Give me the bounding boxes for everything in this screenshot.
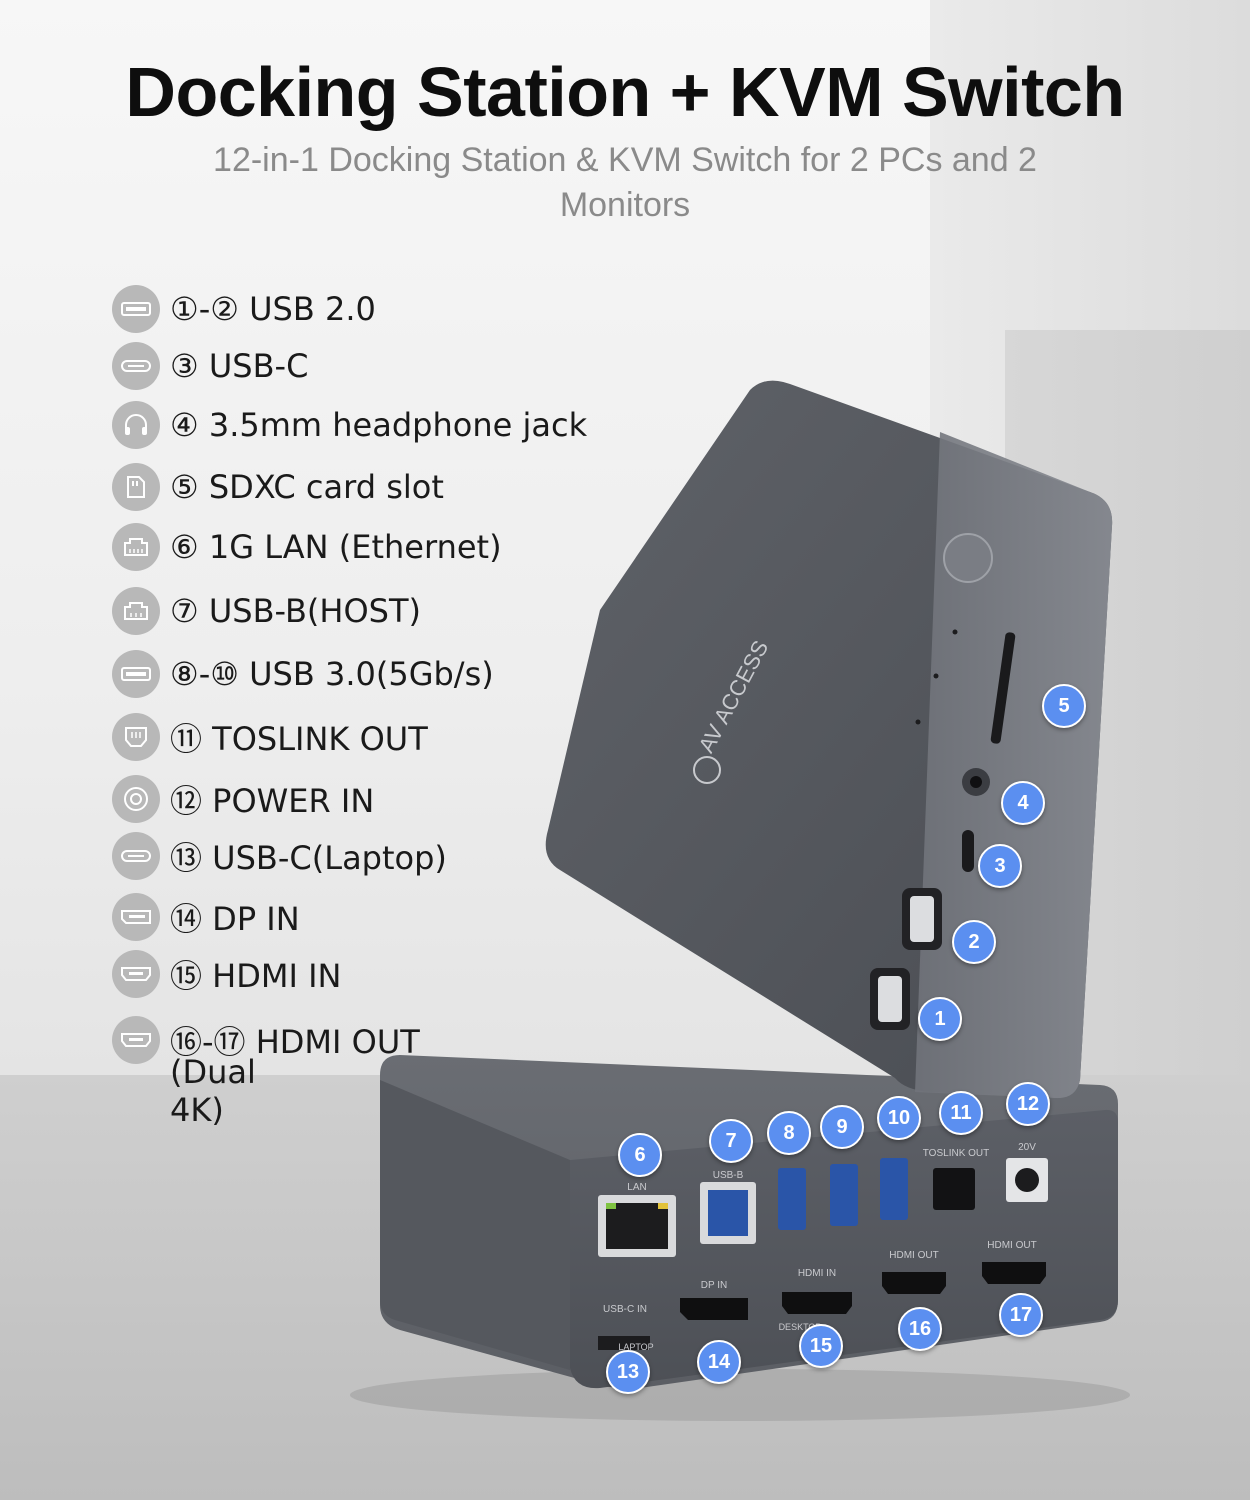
feature-sd-card: ⑤ SDXC card slot	[112, 463, 444, 511]
hdmi-icon	[112, 1016, 160, 1064]
hdmi-in-label: HDMI IN	[798, 1268, 836, 1279]
hdmi-out2-label: HDMI OUT	[987, 1240, 1036, 1251]
toslink-port-label: TOSLINK OUT	[923, 1148, 990, 1159]
feature-power: ⑫ POWER IN	[112, 775, 374, 823]
feature-label: ⑥ 1G LAN (Ethernet)	[170, 528, 502, 566]
displayport-icon	[112, 893, 160, 941]
port-badge-4: 4	[1001, 781, 1045, 825]
usb-b-port-label: USB-B	[713, 1170, 744, 1181]
port-badge-8: 8	[767, 1111, 811, 1155]
laptop-label: LAPTOP	[618, 1342, 653, 1352]
port-badge-12: 12	[1006, 1082, 1050, 1126]
port-badge-13: 13	[606, 1350, 650, 1394]
port-badge-7: 7	[709, 1119, 753, 1163]
feature-toslink: ⑪ TOSLINK OUT	[112, 713, 428, 761]
feature-label: ⑭ DP IN	[170, 900, 300, 938]
feature-label: ⑮ HDMI IN	[170, 957, 342, 995]
feature-label: ⑪ TOSLINK OUT	[170, 720, 428, 758]
feature-label: ⑧-⑩ USB 3.0(5Gb/s)	[170, 655, 494, 693]
dp-in-label: DP IN	[701, 1280, 728, 1291]
feature-usb-c-laptop: ⑬ USB-C(Laptop)	[112, 832, 447, 880]
port-badge-16: 16	[898, 1307, 942, 1351]
feature-label: ⑯-⑰ HDMI OUT	[170, 1023, 420, 1061]
hdmi-icon	[112, 950, 160, 998]
usb-b-icon	[112, 587, 160, 635]
port-badge-15: 15	[799, 1324, 843, 1368]
ethernet-icon	[112, 523, 160, 571]
feature-label: ③ USB-C	[170, 347, 309, 385]
page-title: Docking Station + KVM Switch	[125, 53, 1125, 131]
feature-hdmi-out: ⑯-⑰ HDMI OUT	[112, 1016, 420, 1064]
feature-headphone: ④ 3.5mm headphone jack	[112, 401, 587, 449]
feature-lan: ⑥ 1G LAN (Ethernet)	[112, 523, 502, 571]
feature-label: ①-② USB 2.0	[170, 290, 376, 328]
feature-note: (Dual 4K)	[170, 1053, 256, 1129]
port-badge-3: 3	[978, 844, 1022, 888]
toslink-icon	[112, 713, 160, 761]
power-in-icon	[112, 775, 160, 823]
port-badge-11: 11	[939, 1091, 983, 1135]
usb-a-icon	[112, 650, 160, 698]
feature-hdmi-in: ⑮ HDMI IN	[112, 950, 341, 998]
feature-usb-b: ⑦ USB-B(HOST)	[112, 587, 421, 635]
feature-label: ⑦ USB-B(HOST)	[170, 592, 421, 630]
usb-c-icon	[112, 832, 160, 880]
usb-a-icon	[112, 285, 160, 333]
desktop-label: DESKTOP	[779, 1322, 822, 1332]
feature-label: ④ 3.5mm headphone jack	[170, 406, 588, 444]
feature-label: ⑤ SDXC card slot	[170, 468, 444, 506]
lan-port-label: LAN	[627, 1182, 646, 1193]
usb-c-icon	[112, 342, 160, 390]
feature-usb-2: ①-② USB 2.0	[112, 285, 376, 333]
feature-label: ⑫ POWER IN	[170, 782, 375, 820]
page-subtitle: 12-in-1 Docking Station & KVM Switch for…	[213, 141, 1037, 224]
port-badge-6: 6	[618, 1133, 662, 1177]
port-badge-5: 5	[1042, 684, 1086, 728]
feature-usb-c: ③ USB-C	[112, 342, 308, 390]
port-badge-17: 17	[999, 1293, 1043, 1337]
port-badge-2: 2	[952, 920, 996, 964]
usb-c-in-label: USB-C IN	[603, 1304, 647, 1315]
feature-label: ⑬ USB-C(Laptop)	[170, 839, 447, 877]
sd-card-icon	[112, 463, 160, 511]
port-badge-9: 9	[820, 1105, 864, 1149]
power-port-label: 20V	[1018, 1142, 1036, 1153]
feature-usb-3: ⑧-⑩ USB 3.0(5Gb/s)	[112, 650, 494, 698]
feature-dp-in: ⑭ DP IN	[112, 893, 300, 941]
headphone-icon	[112, 401, 160, 449]
port-badge-14: 14	[697, 1340, 741, 1384]
hdmi-out1-label: HDMI OUT	[889, 1250, 938, 1261]
port-badge-1: 1	[918, 997, 962, 1041]
port-badge-10: 10	[877, 1096, 921, 1140]
